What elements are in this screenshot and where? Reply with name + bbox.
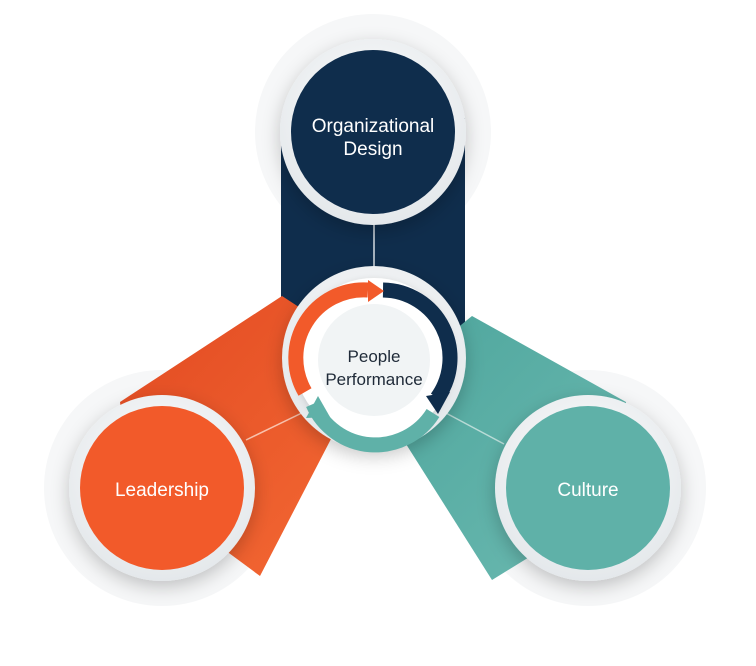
node-top-label-line1: Organizational <box>312 116 435 137</box>
center-hub: People Performance <box>282 266 466 453</box>
center-label-line2: Performance <box>325 370 422 389</box>
cycle-arc-orange <box>288 282 369 396</box>
cycle-arrow-navy <box>426 392 450 414</box>
center-label-line1: People <box>348 347 401 366</box>
node-left-label: Leadership <box>115 480 209 501</box>
right-connector <box>443 411 505 445</box>
cycle-arrow-orange <box>368 280 384 302</box>
node-culture: Culture <box>495 395 681 581</box>
cycle-arc-navy <box>382 282 458 403</box>
left-connector <box>245 409 309 441</box>
node-leadership: Leadership <box>69 395 255 581</box>
node-top-label-line2: Design <box>343 139 402 160</box>
cycle-arc-teal <box>306 400 440 453</box>
cycle-arrow-teal <box>306 396 330 418</box>
node-right-label: Culture <box>557 480 618 501</box>
node-organizational-design: Organizational Design <box>280 39 466 225</box>
